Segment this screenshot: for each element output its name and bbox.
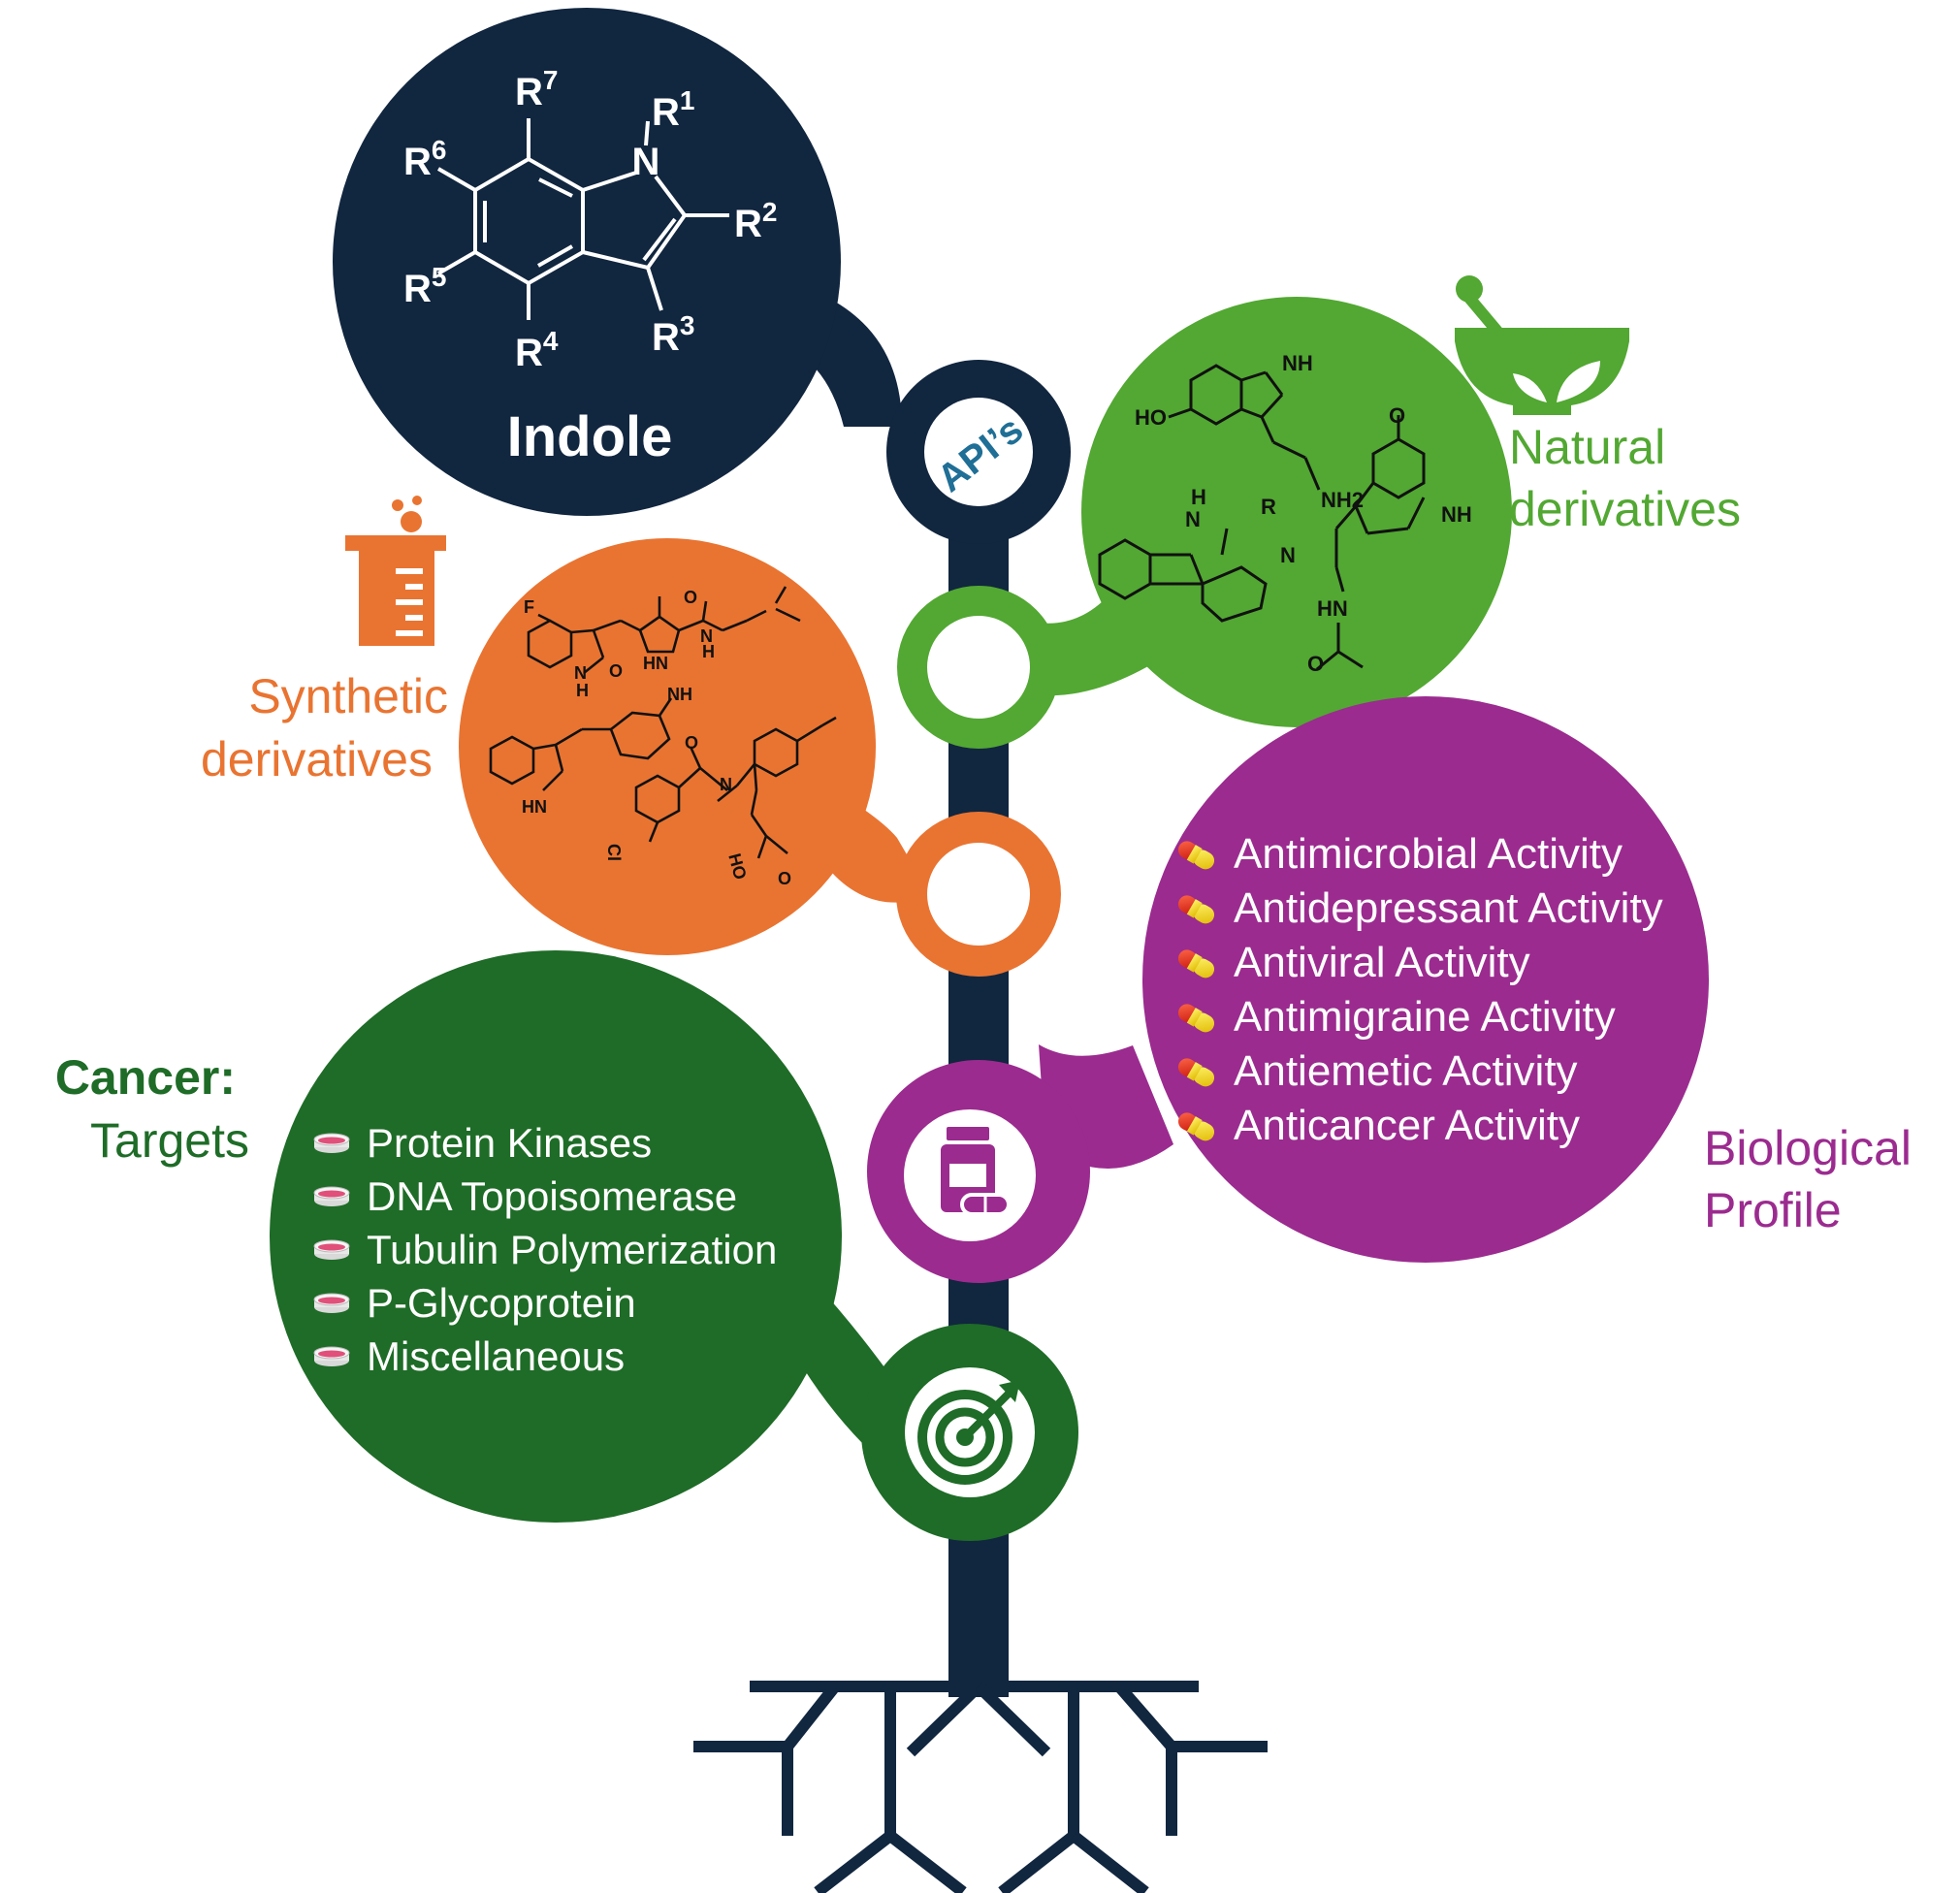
medicine-bottle-icon [941,1127,1011,1216]
cancer-label-line2: Targets [90,1113,249,1168]
svg-text:N: N [1185,507,1201,531]
natural-node [897,297,1512,749]
biological-label-line2: Profile [1704,1183,1842,1237]
svg-text:H: H [576,681,589,700]
svg-text:N: N [632,141,660,183]
svg-text:HO: HO [1135,405,1167,430]
activity-label: Antidepressant Activity [1234,884,1663,932]
biological-activity-list: Antimicrobial Activity Antidepressant Ac… [1175,827,1663,1153]
list-item: Antidepressant Activity [1175,882,1663,936]
svg-text:N: N [700,626,713,646]
svg-text:O: O [1307,652,1324,676]
activity-label: Anticancer Activity [1234,1102,1581,1149]
list-item: Tubulin Polymerization [312,1223,777,1276]
capsule-icon [1177,1004,1215,1033]
synthetic-label-line1: Synthetic [248,669,448,723]
list-item: Anticancer Activity [1175,1099,1663,1153]
synthetic-node [459,538,1061,977]
activity-label: Antimicrobial Activity [1234,830,1623,878]
svg-text:N: N [1280,543,1296,567]
petri-dish-icon [313,1133,350,1153]
svg-text:F: F [524,597,534,617]
indole-structure [436,118,729,320]
svg-text:H: H [702,642,715,661]
svg-text:O: O [778,869,791,888]
target-label: Miscellaneous [367,1332,626,1379]
capsule-icon [1177,895,1215,924]
biological-label-line1: Biological [1704,1121,1912,1175]
indole-title: Indole [507,405,673,468]
list-item: Miscellaneous [312,1330,777,1383]
svg-text:NH: NH [1441,502,1472,527]
petri-dish-icon [313,1239,350,1260]
list-item: Antiviral Activity [1175,936,1663,990]
target-label: Tubulin Polymerization [367,1226,778,1272]
beaker-icon [345,496,446,646]
indole-node [333,8,1071,544]
svg-text:R: R [1261,495,1276,519]
activity-label: Antiemetic Activity [1234,1047,1578,1095]
api-node-disc [924,398,1033,506]
svg-text:N: N [574,663,587,683]
synthetic-label-line2: derivatives [201,732,433,786]
capsule-icon [1177,1058,1215,1087]
petri-dish-icon [313,1293,350,1313]
activity-label: Antiviral Activity [1234,939,1530,986]
svg-text:NH: NH [1282,351,1313,375]
mortar-pestle-icon [1455,275,1629,415]
target-label: P-Glycoprotein [367,1279,636,1326]
synthetic-structures [489,586,837,859]
svg-text:O: O [685,733,698,753]
target-label: Protein Kinases [367,1119,653,1166]
svg-text:H: H [1191,485,1206,509]
cancer-label-line1: Cancer: [55,1050,236,1105]
svg-text:Cl: Cl [604,844,624,861]
cancer-targets-list: Protein Kinases DNA Topoisomerase Tubuli… [312,1116,777,1383]
target-label: DNA Topoisomerase [367,1172,738,1219]
target-icon [917,1380,1020,1485]
natural-label-line1: Natural [1509,420,1665,474]
svg-text:O: O [1389,403,1405,428]
natural-atom-labels: NH HO NH2 NH O H N R N HN O [1135,351,1472,676]
svg-text:O: O [684,588,697,607]
svg-text:NH: NH [667,685,692,704]
natural-label-line2: derivatives [1509,482,1741,536]
petri-dish-icon [313,1186,350,1206]
list-item: P-Glycoprotein [312,1276,777,1330]
capsule-icon [1177,949,1215,979]
list-item: Protein Kinases [312,1116,777,1170]
svg-text:R3: R3 [652,310,694,359]
svg-text:NH2: NH2 [1321,488,1364,512]
petri-dish-icon [313,1346,350,1366]
list-item: Antimigraine Activity [1175,990,1663,1044]
svg-text:N: N [720,775,732,794]
capsule-icon [1177,841,1215,870]
list-item: Antimicrobial Activity [1175,827,1663,882]
list-item: Antiemetic Activity [1175,1044,1663,1099]
svg-text:O: O [609,661,623,681]
capsule-icon [1177,1112,1215,1141]
natural-structures [1098,364,1426,671]
svg-text:HN: HN [1317,596,1348,621]
roots [693,1681,1268,1893]
svg-text:HN: HN [522,797,547,817]
list-item: DNA Topoisomerase [312,1170,777,1223]
svg-text:HN: HN [643,654,668,673]
activity-label: Antimigraine Activity [1234,993,1616,1041]
